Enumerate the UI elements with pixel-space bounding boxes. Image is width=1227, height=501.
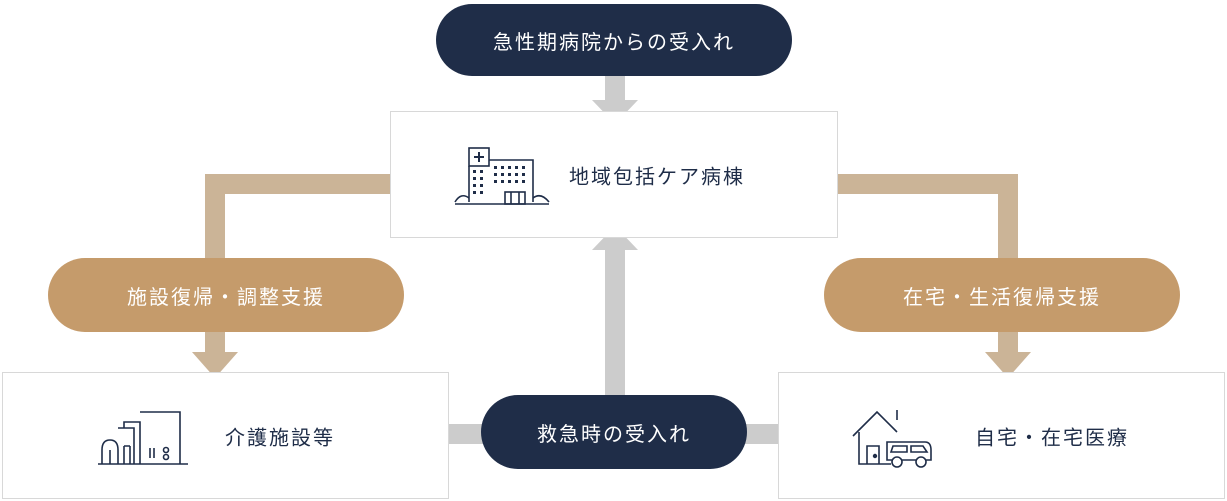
acute-hospital-intake-label: 急性期病院からの受入れ <box>493 29 735 54</box>
home-medical-label: 自宅・在宅医療 <box>975 425 1129 449</box>
community-care-ward-label: 地域包括ケア病棟 <box>569 164 745 188</box>
connector-bottom-right <box>740 424 780 444</box>
care-facility-icon <box>98 411 188 465</box>
care-facility-label: 介護施設等 <box>225 425 335 449</box>
facility-return-support-label: 施設復帰・調整支援 <box>127 284 325 309</box>
house-with-van-icon <box>852 410 932 468</box>
home-life-return-support-pill: 在宅・生活復帰支援 <box>824 258 1180 332</box>
connector-bottom-left <box>448 424 488 444</box>
facility-return-support-pill: 施設復帰・調整支援 <box>48 258 404 332</box>
home-medical-box: 自宅・在宅医療 <box>778 372 1225 499</box>
care-facility-box: 介護施設等 <box>2 372 449 499</box>
emergency-intake-label: 救急時の受入れ <box>537 421 691 446</box>
acute-hospital-intake-pill: 急性期病院からの受入れ <box>436 4 792 76</box>
home-life-return-support-label: 在宅・生活復帰支援 <box>903 284 1101 309</box>
arrow-emergency-to-center <box>592 226 638 396</box>
community-care-ward-box: 地域包括ケア病棟 <box>390 111 838 238</box>
hospital-building-icon <box>454 147 550 205</box>
emergency-intake-pill: 救急時の受入れ <box>481 395 747 469</box>
